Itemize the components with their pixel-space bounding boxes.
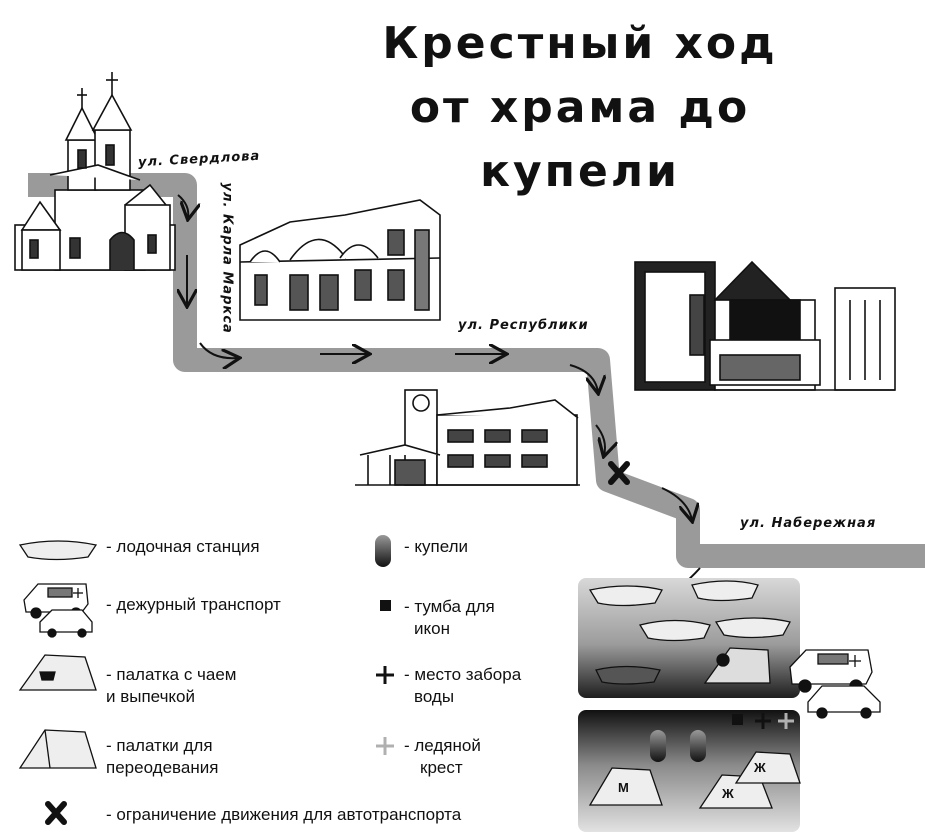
legend-icon-stand-line2: икон	[414, 619, 450, 638]
tea-tent-on-map	[703, 647, 771, 684]
legend-font-pool-icon	[375, 535, 391, 567]
map-title: Крестный ход от храма до купели	[340, 12, 820, 204]
title-line-1: Крестный ход	[382, 18, 778, 69]
legend-traffic-restriction: - ограничение движения для автотранспорт…	[106, 805, 462, 824]
legend-light-plus-icon	[376, 737, 394, 755]
font-pool-1	[650, 730, 666, 762]
office-building	[355, 389, 580, 486]
legend-boat-icon	[18, 540, 98, 561]
legend-duty-transport: - дежурный транспорт	[106, 595, 281, 614]
duty-transport-on-map	[789, 649, 881, 719]
legend-tea-tent-line2: и выпечкой	[106, 687, 196, 706]
legend-ice-cross-line2: крест	[420, 758, 463, 777]
water-point-on-map	[755, 713, 771, 729]
legend-changing-tent-line1: - палатки для	[106, 736, 213, 755]
tent-mark-women-a: Ж	[722, 786, 734, 801]
legend-water-point-line1: - место забора	[404, 665, 522, 684]
legend-changing-tent-line2: переодевания	[106, 758, 219, 777]
legend-tea-tent-icon	[18, 654, 97, 691]
legend-tent-icon	[18, 729, 97, 769]
legend-icon-stand-line1: - тумба для	[404, 597, 495, 616]
administration-building	[634, 260, 896, 391]
title-line-3: купели	[480, 146, 680, 197]
legend-ice-cross-line1: - ледяной	[404, 736, 481, 755]
street-label-respubliki: ул. Республики	[458, 318, 589, 333]
legend-water-point-line2: воды	[414, 687, 455, 706]
boats-on-map	[588, 580, 791, 685]
theatre-building	[239, 199, 441, 321]
church-building	[14, 72, 176, 271]
ice-cross-on-map	[778, 713, 794, 729]
legend-boat-station: - лодочная станция	[106, 537, 260, 556]
street-label-karla-marksa: ул. Карла Маркса	[219, 182, 235, 334]
tent-mark-women-b: Ж	[754, 760, 766, 775]
title-line-2: от храма до	[409, 82, 751, 133]
street-label-naberezhnaya: ул. Набережная	[740, 516, 877, 531]
legend-plus-icon	[376, 666, 394, 684]
legend-transport-icon	[23, 583, 93, 638]
legend-cross-mark-icon	[45, 801, 67, 825]
icon-stand-on-map	[732, 714, 743, 725]
tent-mark-men: М	[618, 780, 629, 795]
font-pool-2	[690, 730, 706, 762]
legend-square-icon	[380, 600, 391, 611]
legend-font: - купели	[404, 537, 469, 556]
legend-tea-tent-line1: - палатка с чаем	[106, 665, 237, 684]
restriction-mark	[608, 461, 630, 485]
changing-tents-on-map	[588, 751, 801, 809]
